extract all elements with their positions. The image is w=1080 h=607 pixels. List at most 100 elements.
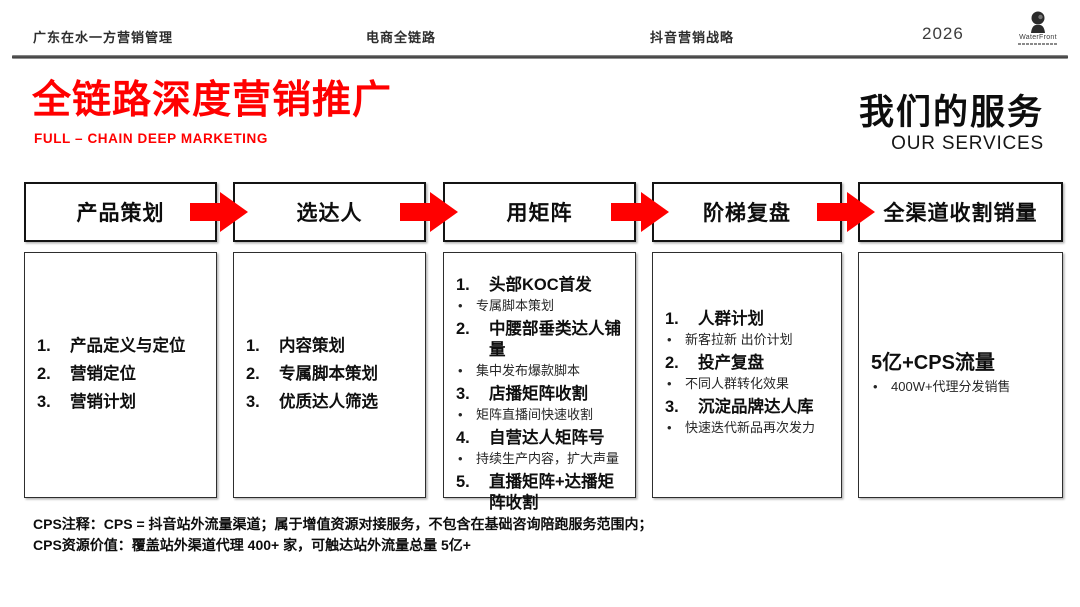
list-item: 2. 营销定位 bbox=[37, 361, 210, 387]
list-text: 优质达人筛选 bbox=[279, 393, 378, 411]
list-item: 1. 头部KOC首发 bbox=[456, 275, 629, 296]
list-marker: • bbox=[667, 420, 672, 435]
list-text: 自营达人矩阵号 bbox=[489, 429, 605, 447]
list-text: 快速迭代新品再次发力 bbox=[685, 420, 816, 435]
list-marker: 2. bbox=[456, 320, 470, 338]
waterfront-logo-icon bbox=[1010, 10, 1066, 34]
list-item: 3. 店播矩阵收割 bbox=[456, 384, 629, 405]
list-marker: 3. bbox=[456, 385, 470, 403]
list-marker: 3. bbox=[665, 398, 679, 416]
list-marker: 1. bbox=[456, 276, 470, 294]
list-text: 营销定位 bbox=[70, 365, 136, 383]
nav-item-ecommerce: 电商全链路 bbox=[366, 30, 437, 45]
list-item: • 持续生产内容，扩大声量 bbox=[456, 451, 629, 466]
flow-column-step-review: 阶梯复盘 1. 人群计划 • 新客拉新 出价计划 2. 投产复盘 bbox=[652, 182, 842, 498]
list-text: 新客拉新 出价计划 bbox=[685, 332, 793, 347]
flow-arrow-icon bbox=[817, 192, 875, 232]
flow-step-header: 产品策划 bbox=[24, 182, 217, 242]
list-item: • 不同人群转化效果 bbox=[665, 376, 835, 391]
list-marker: 2. bbox=[37, 365, 51, 383]
list-text: 直播矩阵+达播矩阵收割 bbox=[489, 473, 615, 512]
flow-step-content: 1. 内容策划 2. 专属脚本策划 3. 优质达人筛选 bbox=[233, 252, 426, 498]
list-marker: 4. bbox=[456, 429, 470, 447]
header-divider bbox=[12, 55, 1068, 59]
year-label: 2026 bbox=[922, 24, 964, 43]
list-item: 5亿+CPS流量 bbox=[871, 351, 1056, 375]
flow-column-product-planning: 产品策划 1. 产品定义与定位 2. 营销定位 3. 营销计划 bbox=[24, 182, 217, 498]
list-item: 1. 人群计划 bbox=[665, 309, 835, 330]
list-item: 3. 优质达人筛选 bbox=[246, 389, 419, 415]
cps-footnote-line2: CPS资源价值：覆盖站外渠道代理 400+ 家，可触达站外流量总量 5亿+ bbox=[33, 537, 471, 553]
flow-arrow-icon bbox=[400, 192, 458, 232]
list-item: • 矩阵直播间快速收割 bbox=[456, 407, 629, 422]
page-title: 全链路深度营销推广 bbox=[32, 79, 393, 122]
list-marker: 1. bbox=[37, 337, 51, 355]
flow-arrow-icon bbox=[190, 192, 248, 232]
nav-item-douyin-strategy: 抖音营销战略 bbox=[650, 30, 735, 45]
logo-wordmark: WaterFront bbox=[1019, 34, 1057, 41]
services-title: 我们的服务 bbox=[858, 93, 1044, 132]
list-text: 投产复盘 bbox=[698, 354, 764, 372]
waterfront-logo: WaterFront bbox=[1010, 10, 1066, 45]
list-marker: • bbox=[458, 363, 463, 378]
list-marker: 2. bbox=[246, 365, 260, 383]
logo-tagline-decoration bbox=[1018, 43, 1058, 45]
list-item: • 专属脚本策划 bbox=[456, 298, 629, 313]
list-text: 不同人群转化效果 bbox=[685, 376, 790, 391]
flow-step-header: 选达人 bbox=[233, 182, 426, 242]
flow-column-select-talent: 选达人 1. 内容策划 2. 专属脚本策划 3. 优质达人筛选 bbox=[233, 182, 426, 498]
cps-footnote: CPS注释：CPS = 抖音站外流量渠道；属于增值资源对接服务，不包含在基础咨询… bbox=[33, 514, 653, 556]
flow-step-content: 1. 产品定义与定位 2. 营销定位 3. 营销计划 bbox=[24, 252, 217, 498]
flow-step-content: 1. 人群计划 • 新客拉新 出价计划 2. 投产复盘 • 不同人群转化效果 bbox=[652, 252, 842, 498]
list-item: 2. 中腰部垂类达人铺量 bbox=[456, 319, 629, 361]
list-marker: • bbox=[667, 376, 672, 391]
flow-column-omnichannel-harvest: 全渠道收割销量 5亿+CPS流量 • 400W+代理分发销售 bbox=[858, 182, 1063, 498]
list-text: 矩阵直播间快速收割 bbox=[476, 407, 594, 422]
flow-step-header: 用矩阵 bbox=[443, 182, 636, 242]
nav-item-company: 广东在水一方营销管理 bbox=[33, 30, 174, 45]
list-text: 专属脚本策划 bbox=[279, 365, 378, 383]
services-subtitle-en: OUR SERVICES bbox=[891, 133, 1044, 154]
list-text: 头部KOC首发 bbox=[489, 276, 592, 294]
flow-step-content: 1. 头部KOC首发 • 专属脚本策划 2. 中腰部垂类达人铺量 • 集中发布爆… bbox=[443, 252, 636, 512]
list-marker: 5. bbox=[456, 473, 470, 491]
list-item: 2. 专属脚本策划 bbox=[246, 361, 419, 387]
list-item: • 集中发布爆款脚本 bbox=[456, 363, 629, 378]
list-item: 5. 直播矩阵+达播矩阵收割 bbox=[456, 472, 629, 514]
list-text: 5亿+CPS流量 bbox=[871, 351, 995, 374]
list-marker: 1. bbox=[665, 310, 679, 328]
list-text: 人群计划 bbox=[698, 310, 764, 328]
list-item: 3. 沉淀品牌达人库 bbox=[665, 397, 835, 418]
list-item: • 快速迭代新品再次发力 bbox=[665, 420, 835, 435]
list-item: 4. 自营达人矩阵号 bbox=[456, 428, 629, 449]
page-subtitle-en: FULL – CHAIN DEEP MARKETING bbox=[34, 131, 268, 146]
list-item: • 400W+代理分发销售 bbox=[871, 379, 1056, 394]
flow-step-header: 阶梯复盘 bbox=[652, 182, 842, 242]
list-item: 3. 营销计划 bbox=[37, 389, 210, 415]
list-marker: 2. bbox=[665, 354, 679, 372]
list-text: 产品定义与定位 bbox=[70, 337, 186, 355]
list-marker: 3. bbox=[37, 393, 51, 411]
list-marker: • bbox=[458, 407, 463, 422]
list-text: 中腰部垂类达人铺量 bbox=[489, 320, 621, 359]
list-text: 内容策划 bbox=[279, 337, 345, 355]
list-marker: 3. bbox=[246, 393, 260, 411]
list-marker: • bbox=[458, 298, 463, 313]
list-item: 1. 产品定义与定位 bbox=[37, 333, 210, 359]
list-item: 1. 内容策划 bbox=[246, 333, 419, 359]
list-marker: • bbox=[667, 332, 672, 347]
list-marker: 1. bbox=[246, 337, 260, 355]
list-text: 店播矩阵收割 bbox=[489, 385, 588, 403]
list-text: 专属脚本策划 bbox=[476, 298, 555, 313]
cps-footnote-line1: CPS注释：CPS = 抖音站外流量渠道；属于增值资源对接服务，不包含在基础咨询… bbox=[33, 516, 653, 532]
flow-arrow-icon bbox=[611, 192, 669, 232]
list-item: • 新客拉新 出价计划 bbox=[665, 332, 835, 347]
flow-step-content: 5亿+CPS流量 • 400W+代理分发销售 bbox=[858, 252, 1063, 498]
list-text: 400W+代理分发销售 bbox=[891, 378, 1011, 394]
list-marker: • bbox=[873, 378, 878, 394]
flow-step-header: 全渠道收割销量 bbox=[858, 182, 1063, 242]
list-text: 营销计划 bbox=[70, 393, 136, 411]
list-marker: • bbox=[458, 451, 463, 466]
flow-column-use-matrix: 用矩阵 1. 头部KOC首发 • 专属脚本策划 2. 中腰部垂类达人铺量 bbox=[443, 182, 636, 512]
